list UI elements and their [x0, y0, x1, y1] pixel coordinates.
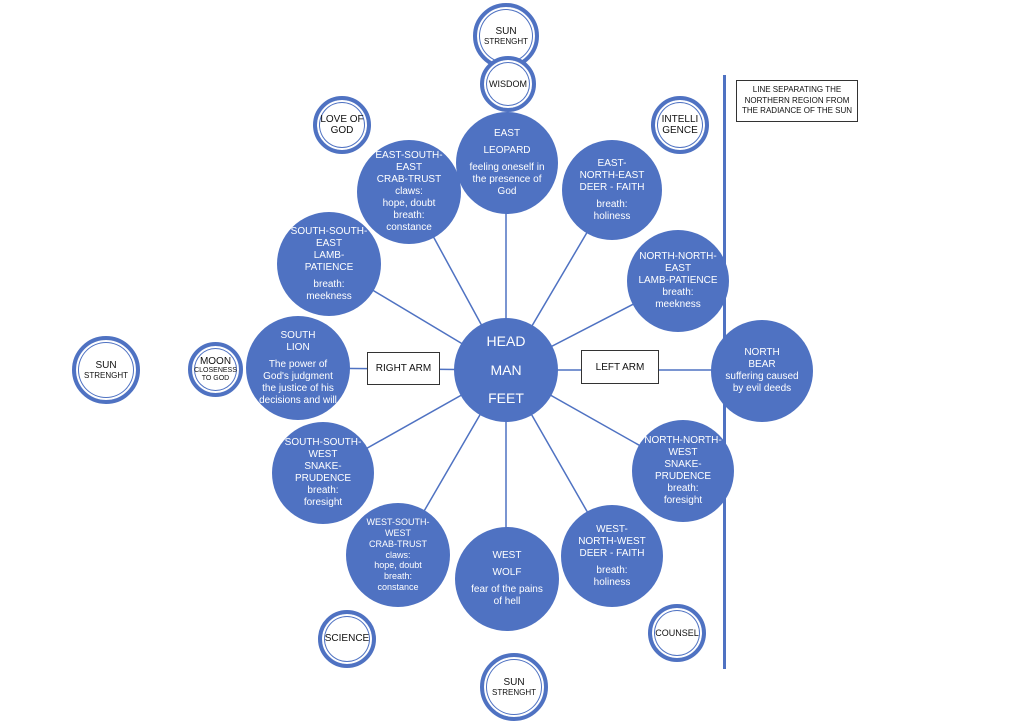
node-west-south-west: WEST-SOUTH-WEST CRAB-TRUST claws: hope, … [346, 503, 450, 607]
ring-love-of-god: LOVE OF GOD [313, 96, 371, 154]
node-north: NORTH BEAR suffering caused by evil deed… [711, 320, 813, 422]
node-south: SOUTH LION The power of God's judgment t… [246, 316, 350, 420]
ring-wisdom: WISDOM [480, 56, 536, 112]
node-south-south-east: SOUTH-SOUTH-EAST LAMB-PATIENCE breath: m… [277, 212, 381, 316]
ring-intelligence: INTELLI GENCE [651, 96, 709, 154]
ring-sun-bottom: SUN STRENGHT [480, 653, 548, 721]
node-west: WEST WOLF fear of the pains of hell [455, 527, 559, 631]
ring-counsel: COUNSEL [648, 604, 706, 662]
ring-science: SCIENCE [318, 610, 376, 668]
node-south-south-west: SOUTH-SOUTH-WEST SNAKE-PRUDENCE breath: … [272, 422, 374, 524]
node-east-south-east: EAST-SOUTH-EAST CRAB-TRUST claws: hope, … [357, 140, 461, 244]
node-east-north-east: EAST-NORTH-EAST DEER - FAITH breath: hol… [562, 140, 662, 240]
node-center-man: HEAD MAN FEET [454, 318, 558, 422]
right-arm-label: RIGHT ARM [367, 352, 440, 385]
ring-sun-left: SUN STRENGHT [72, 336, 140, 404]
center-head: HEAD [486, 332, 526, 349]
node-east: EAST LEOPARD feeling oneself in the pres… [456, 112, 558, 214]
center-man: MAN [490, 361, 522, 378]
center-feet: FEET [488, 390, 524, 407]
node-north-north-east: NORTH-NORTH-EAST LAMB-PATIENCE breath: m… [627, 230, 729, 332]
node-west-north-west: WEST-NORTH-WEST DEER - FAITH breath: hol… [561, 505, 663, 607]
separation-note: LINE SEPARATING THE NORTHERN REGION FROM… [736, 80, 858, 122]
node-north-north-west: NORTH-NORTH-WEST SNAKE-PRUDENCE breath: … [632, 420, 734, 522]
left-arm-label: LEFT ARM [581, 350, 659, 384]
ring-moon: MOON CLOSENESS TO GOD [188, 342, 243, 397]
